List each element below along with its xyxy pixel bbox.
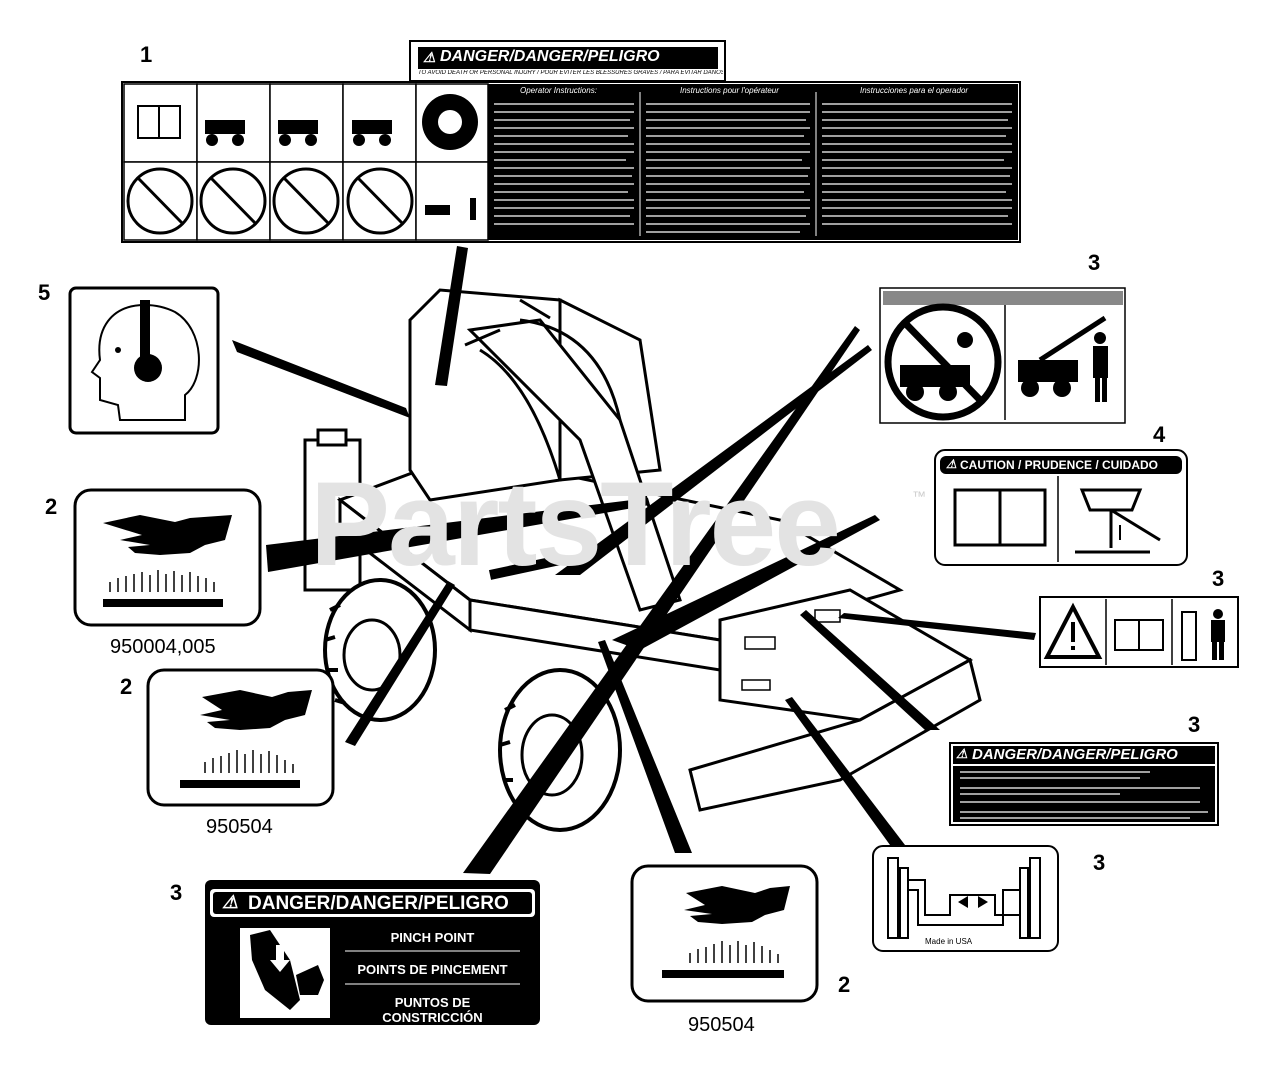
decal-warning-read-stand-clear [1039, 596, 1239, 668]
decal-danger-small-banner: DANGER/DANGER/PELIGRO [972, 746, 1178, 763]
callout-3-c: 3 [1188, 712, 1201, 737]
decal-pinch-triangle: ⚠ [222, 892, 239, 912]
callout-3-d: 3 [1093, 850, 1106, 875]
decal1-col2-title: Instructions pour l'opérateur [680, 86, 779, 95]
decal-pinch-point [205, 880, 540, 1025]
decal-pinch-banner: DANGER/DANGER/PELIGRO [248, 893, 509, 914]
decal4-warning-triangle: ⚠ [946, 457, 957, 471]
part-number-1: 950004,005 [110, 636, 216, 658]
callout-2-b: 2 [120, 674, 133, 699]
callout-1: 1 [140, 42, 153, 67]
callout-4: 4 [1153, 422, 1166, 447]
decal-operator-instructions [121, 40, 1021, 243]
decal1-col3-title: Instrucciones para el operador [860, 86, 969, 95]
leader-lines [232, 246, 1036, 874]
callout-3-b: 3 [1212, 566, 1225, 591]
callout-3-e: 3 [170, 880, 183, 905]
decal-danger-small-triangle: ⚠ [956, 746, 968, 761]
decal-hot-surface-2 [146, 668, 335, 807]
decal-caution [934, 449, 1188, 566]
callout-2-c: 2 [838, 972, 851, 997]
callout-5: 5 [38, 280, 51, 305]
decal1-col1-title: Operator Instructions: [520, 86, 597, 95]
decal-hearing-protection [68, 286, 220, 435]
instruction-text-lines [494, 103, 1012, 233]
decal-no-riders [879, 287, 1126, 424]
decal1-banner: DANGER/DANGER/PELIGRO [440, 48, 660, 65]
part-number-2: 950504 [206, 816, 273, 838]
trademark-symbol: ™ [912, 488, 926, 504]
decal-hot-surface-3 [630, 864, 819, 1003]
pinch-line-2: POINTS DE PINCEMENT [357, 962, 508, 977]
decal-hydraulic [872, 845, 1059, 952]
decal1-subline: TO AVOID DEATH OR PERSONAL INJURY / POUR… [418, 70, 723, 76]
decal4-banner: CAUTION / PRUDENCE / CUIDADO [960, 458, 1159, 472]
pinch-line-3: PUNTOS DE CONSTRICCIÓN [382, 995, 483, 1025]
decal-hydraulic-note: Made in USA [925, 937, 973, 946]
pinch-line-1: PINCH POINT [390, 930, 475, 945]
decal-hot-surface-1 [73, 488, 262, 627]
callout-3-a: 3 [1088, 250, 1101, 275]
part-number-3: 950504 [688, 1014, 755, 1036]
decal1-warning-triangle: ⚠ [423, 49, 436, 65]
watermark: PartsTree [310, 457, 841, 591]
decal-danger-small [949, 742, 1219, 826]
callout-2-a: 2 [45, 494, 58, 519]
